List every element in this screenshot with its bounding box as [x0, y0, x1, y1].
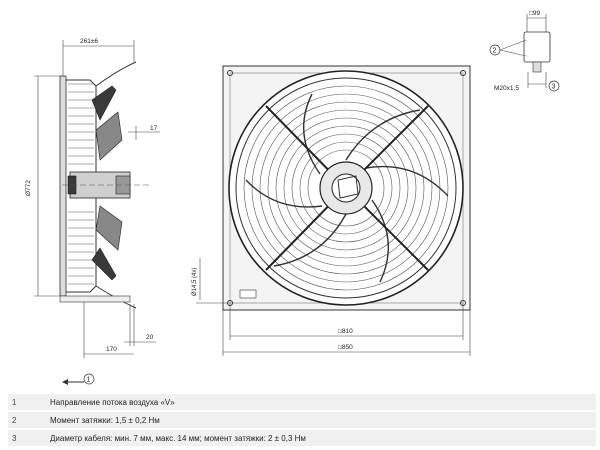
hole-top-right	[460, 70, 466, 76]
callout-3-label: 3	[552, 84, 556, 91]
base-170-label: 170	[106, 346, 117, 353]
terminal-box	[523, 31, 551, 63]
legend-row: 1 Направление потока воздуха «V»	[8, 394, 596, 412]
box-width-label: □99	[529, 10, 541, 17]
technical-drawing: 261±6 Ø772 17 20	[25, 10, 560, 385]
cable-thread-label: M20x1.5	[494, 85, 519, 92]
inner-square-label: □810	[338, 328, 353, 335]
legend-text: Направление потока воздуха «V»	[46, 394, 596, 412]
callout-2-label: 2	[493, 48, 497, 55]
depth-dim-label: 261±6	[80, 38, 98, 45]
base-20-label: 20	[146, 334, 154, 341]
side-guard-ribs	[68, 83, 94, 285]
side-shroud-top	[95, 61, 137, 87]
front-view: Ø14,5 (4x) □810 □850	[192, 65, 471, 356]
hole-dim-label: Ø14,5 (4x)	[192, 268, 198, 296]
legend-number: 3	[8, 429, 46, 448]
side-base	[59, 295, 131, 303]
terminal-box-detail: □99 M20x1.5 2 3	[489, 10, 560, 92]
rating-label	[239, 289, 257, 299]
legend-table: 1 Направление потока воздуха «V» 2 Момен…	[8, 394, 596, 448]
offset-17-label: 17	[150, 125, 158, 132]
side-blade-4	[95, 205, 123, 251]
outer-square-label: □850	[338, 344, 353, 351]
side-blade-1	[91, 85, 117, 121]
diameter-dim-label: Ø772	[25, 180, 32, 196]
terminal-box-front	[337, 175, 359, 199]
legend-row: 3 Диаметр кабеля: мин. 7 мм, макс. 14 мм…	[8, 429, 596, 448]
side-blade-3	[95, 111, 123, 161]
legend-number: 1	[8, 394, 46, 412]
side-blade-2	[91, 247, 117, 281]
callout-3-circle	[548, 80, 560, 92]
callout-1-circle	[83, 373, 95, 385]
airflow-arrow: 1	[62, 373, 95, 385]
side-view: 261±6 Ø772 17 20	[25, 38, 160, 385]
hole-top-left	[227, 70, 233, 76]
legend-text: Диаметр кабеля: мин. 7 мм, макс. 14 мм; …	[46, 429, 596, 448]
legend-row: 2 Момент затяжки: 1,5 ± 0,2 Нм	[8, 411, 596, 430]
cable-gland	[532, 61, 542, 73]
callout-1-label: 1	[87, 377, 91, 384]
legend-text: Момент затяжки: 1,5 ± 0,2 Нм	[46, 411, 596, 430]
impeller-blades	[245, 93, 449, 283]
side-mounting-plate	[59, 75, 67, 297]
legend-number: 2	[8, 411, 46, 430]
